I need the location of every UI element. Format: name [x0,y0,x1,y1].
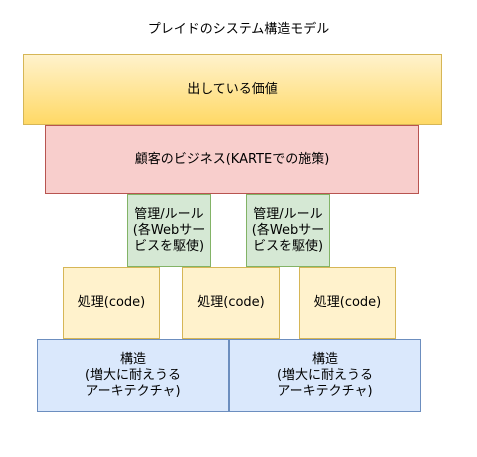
process-box-2: 処理(code) [182,267,280,339]
diagram-title: プレイドのシステム構造モデル [147,22,330,37]
rule-box-2: 管理/ルール (各Webサー ビスを駆使) [246,194,330,267]
business-layer: 顧客のビジネス(KARTEでの施策) [45,125,419,194]
structure-box-2: 構造 (増大に耐えうる アーキテクチャ) [229,339,421,412]
process-box-3: 処理(code) [299,267,396,339]
process-box-1: 処理(code) [63,267,160,339]
rule-box-1: 管理/ルール (各Webサー ビスを駆使) [127,194,211,267]
value-layer: 出している価値 [23,54,442,125]
structure-box-1: 構造 (増大に耐えうる アーキテクチャ) [37,339,229,412]
